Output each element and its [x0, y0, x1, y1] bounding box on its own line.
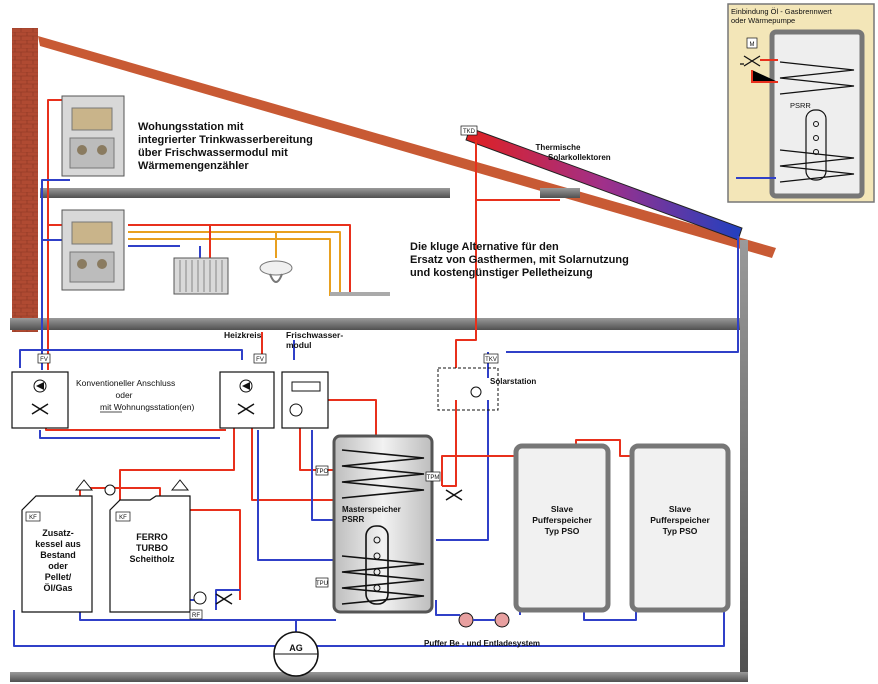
svg-text:Slave: Slave	[669, 504, 691, 514]
svg-text:oder: oder	[48, 561, 68, 571]
solar-three-way-valve: TPM	[425, 471, 463, 501]
inset-panel: Einbindung Öl - Gasbrennwert oder Wärmep…	[727, 3, 875, 203]
svg-text:Wärmemengenzähler: Wärmemengenzähler	[138, 160, 249, 172]
label-konventionell: Konventioneller Anschluss oder mit Wohnu…	[76, 378, 195, 413]
solar-station: TKV	[437, 353, 499, 411]
svg-text:Scheitholz: Scheitholz	[129, 554, 175, 564]
tag-tpu: TPU	[316, 581, 328, 587]
label-heizkreis: Heizkreis	[224, 330, 262, 340]
svg-text:Die kluge Alternative für den: Die kluge Alternative für den	[410, 241, 559, 253]
svg-text:und kostengünstiger Pelletheiz: und kostengünstiger Pelletheizung	[410, 267, 593, 279]
svg-text:AG: AG	[289, 643, 303, 653]
svg-text:integrierter Trinkwasserbereit: integrierter Trinkwasserbereitung	[138, 134, 313, 146]
svg-text:TURBO: TURBO	[136, 543, 168, 553]
conventional-unit: FV	[11, 353, 69, 429]
svg-text:Wohungsstation mit: Wohungsstation mit	[138, 121, 244, 133]
svg-text:M: M	[750, 42, 755, 48]
label-solar-collectors: Thermische Solarkollektoren	[536, 143, 611, 162]
floor-slab-middle	[10, 318, 746, 330]
svg-text:oder: oder	[115, 390, 132, 400]
svg-text:Solarkollektoren: Solarkollektoren	[548, 153, 611, 162]
heating-circuit-unit: FV	[219, 353, 275, 429]
pipe-upper-cold	[41, 179, 70, 370]
buffer-pumps: Puffer Be - und Entladesystem	[424, 612, 540, 648]
svg-text:FV: FV	[256, 357, 264, 363]
label-frischwasser: Frischwasser- modul	[286, 330, 343, 350]
svg-text:Öl/Gas: Öl/Gas	[43, 583, 72, 593]
solar-collector: TKD	[460, 125, 743, 241]
tag-rf: RF	[192, 613, 200, 619]
label-alternative: Die kluge Alternative für den Ersatz von…	[410, 241, 629, 279]
slave-storage-tank-1: Slave Pufferspeicher Typ PSO	[513, 443, 611, 613]
ferro-turbo-boiler: KF FERRO TURBO Scheitholz	[109, 495, 191, 613]
svg-text:Konventioneller Anschluss: Konventioneller Anschluss	[76, 378, 175, 388]
pipe-solar-return	[506, 236, 739, 353]
tag-tpm: TPM	[427, 475, 440, 481]
svg-text:Slave: Slave	[551, 504, 573, 514]
master-storage-tank: Masterspeicher PSRR TPO TPU	[315, 434, 434, 614]
roof	[38, 36, 776, 258]
pipe-radiator-hot	[128, 224, 351, 296]
svg-text:kessel aus: kessel aus	[35, 539, 81, 549]
outer-wall-right	[740, 240, 748, 676]
svg-text:Frischwasser-: Frischwasser-	[286, 330, 343, 340]
svg-text:über Frischwassermodul mit: über Frischwassermodul mit	[138, 147, 288, 159]
tag-fv: FV	[40, 357, 48, 363]
sink	[259, 260, 293, 283]
svg-text:Zusatz-: Zusatz-	[42, 528, 74, 538]
pump-return	[193, 591, 207, 605]
collector-panel	[465, 127, 743, 241]
safety-valve-1	[74, 479, 94, 491]
floor-heating	[330, 292, 390, 296]
chimney	[12, 28, 38, 332]
svg-text:mit Wohnungsstation(en): mit Wohnungsstation(en)	[100, 402, 195, 412]
svg-text:Puffer Be - und Entladesystem: Puffer Be - und Entladesystem	[424, 639, 540, 648]
svg-text:Typ PSO: Typ PSO	[663, 526, 698, 536]
building-structure	[10, 28, 776, 682]
svg-text:Pufferspeicher: Pufferspeicher	[650, 515, 710, 525]
ground-slab	[10, 672, 748, 682]
svg-text:FERRO: FERRO	[136, 532, 168, 542]
svg-text:Typ PSO: Typ PSO	[545, 526, 580, 536]
tag-tkv: TKV	[485, 357, 497, 363]
svg-text:Bestand: Bestand	[40, 550, 76, 560]
svg-text:Thermische: Thermische	[536, 143, 581, 152]
svg-text:oder Wärmepumpe: oder Wärmepumpe	[731, 16, 795, 25]
pump-boiler	[104, 484, 116, 496]
svg-text:Masterspeicher: Masterspeicher	[342, 505, 401, 514]
svg-text:Ersatz von Gasthermen, mit Sol: Ersatz von Gasthermen, mit Solarnutzung	[410, 254, 629, 266]
svg-text:modul: modul	[286, 340, 312, 350]
apartment-station-lower	[61, 209, 125, 291]
slave-storage-tank-2: Slave Pufferspeicher Typ PSO	[629, 443, 731, 613]
floor-slab-upper-right	[540, 188, 580, 198]
tag-tkd: TKD	[463, 129, 476, 135]
mixing-valve	[215, 593, 233, 605]
floor-slab-upper	[40, 188, 450, 198]
safety-valve-2	[170, 479, 190, 491]
label-wohnungsstation: Wohungsstation mit integrierter Trinkwas…	[138, 121, 313, 172]
tag-kf-1: KF	[29, 515, 37, 521]
svg-text:PSRR: PSRR	[342, 515, 364, 524]
tag-tpo: TPO	[316, 469, 329, 475]
zusatzkessel: KF Zusatz- kessel aus Bestand oder Pelle…	[21, 495, 93, 613]
radiator	[173, 257, 229, 295]
svg-text:Pufferspeicher: Pufferspeicher	[532, 515, 592, 525]
fresh-water-module	[281, 371, 329, 429]
svg-text:Einbindung Öl - Gasbrennwert: Einbindung Öl - Gasbrennwert	[731, 7, 833, 16]
label-solarstation: Solarstation	[490, 377, 536, 386]
tag-kf-2: KF	[119, 515, 127, 521]
expansion-vessel: AG	[273, 631, 319, 677]
apartment-station-upper	[61, 95, 125, 177]
svg-text:Pellet/: Pellet/	[45, 572, 72, 582]
svg-text:PSRR: PSRR	[790, 101, 811, 110]
